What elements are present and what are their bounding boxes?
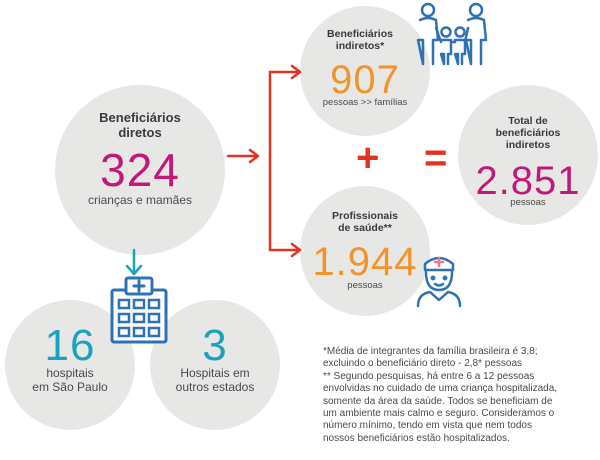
health-subtitle: pessoas xyxy=(347,280,383,291)
hospital-icon xyxy=(110,276,168,344)
total-title-line3: indiretos xyxy=(505,139,551,152)
health-value: 1.944 xyxy=(312,240,418,284)
indirect-title-line2: indiretos* xyxy=(335,40,385,53)
footnote-line: um ambiente mais calmo e seguro. Conside… xyxy=(323,408,555,420)
other-hospitals-circle: 3 Hospitais em outros estados xyxy=(150,300,280,430)
health-professionals-circle: Profissionais de saúde** 1.944 pessoas xyxy=(300,186,430,316)
health-title: Profissionais de saúde** xyxy=(300,210,430,234)
indirect-title-line1: Beneficiários xyxy=(327,28,393,40)
total-title: Total de beneficiários indiretos xyxy=(458,115,598,151)
indirect-value: 907 xyxy=(330,58,400,102)
total-circle: Total de beneficiários indiretos 2.851 p… xyxy=(458,85,598,225)
total-title-line1: Total de xyxy=(508,115,548,127)
arrow-right-icon xyxy=(226,148,260,164)
footnote-line: ** Segundo pesquisas, há entre 6 a 12 pe… xyxy=(323,370,535,382)
sp-hospitals-line2: em São Paulo xyxy=(32,380,108,395)
direct-beneficiaries-circle: Beneficiários diretos 324 crianças e mam… xyxy=(55,85,225,255)
direct-title-line1: Beneficiários xyxy=(99,110,181,125)
nurse-icon xyxy=(416,256,462,308)
bracket-arrow-icon xyxy=(268,64,302,258)
footnote-line: nossos beneficiários estão hospitalizado… xyxy=(323,432,510,444)
total-title-line2: beneficiários xyxy=(495,127,561,140)
direct-title: Beneficiários diretos xyxy=(55,110,225,141)
footnote-line: número mínimo, tendo em vista que nem to… xyxy=(323,420,532,432)
arrow-down-icon xyxy=(125,248,143,276)
footnotes: *Média de integrantes da família brasile… xyxy=(323,346,598,445)
health-title-line2: de saúde** xyxy=(338,222,392,235)
indirect-subtitle: pessoas >> famílias xyxy=(322,97,408,108)
indirect-title: Beneficiários indiretos* xyxy=(300,28,430,52)
direct-value: 324 xyxy=(100,144,180,196)
other-hospitals-line2: outros estados xyxy=(175,380,255,395)
other-hospitals-line1: Hospitais em xyxy=(180,366,250,380)
footnote-line: *Média de integrantes da família brasile… xyxy=(323,346,538,357)
footnote-line: somente da área da saúde. Todos se benef… xyxy=(323,395,553,407)
other-hospitals-value: 3 xyxy=(202,321,228,370)
other-hospitals-label: Hospitais em outros estados xyxy=(150,366,280,395)
indirect-beneficiaries-circle: Beneficiários indiretos* 907 pessoas >> … xyxy=(300,6,430,136)
direct-subtitle: crianças e mamães xyxy=(87,193,193,207)
direct-title-line2: diretos xyxy=(118,124,162,140)
total-subtitle: pessoas xyxy=(510,197,546,208)
family-icon xyxy=(416,2,488,66)
sp-hospitals-line1: hospitais xyxy=(46,366,94,380)
health-title-line1: Profissionais xyxy=(332,210,398,222)
footnote-line: excluindo o beneficiário direto - 2,8* p… xyxy=(323,358,523,370)
footnote-line: envolvidas no cuidado de uma criança hos… xyxy=(323,383,558,395)
plus-sign: + xyxy=(356,136,380,180)
equals-sign: = xyxy=(424,136,448,180)
sp-hospitals-label: hospitais em São Paulo xyxy=(5,366,135,395)
sp-hospitals-value: 16 xyxy=(44,321,96,370)
total-value: 2.851 xyxy=(475,159,581,203)
